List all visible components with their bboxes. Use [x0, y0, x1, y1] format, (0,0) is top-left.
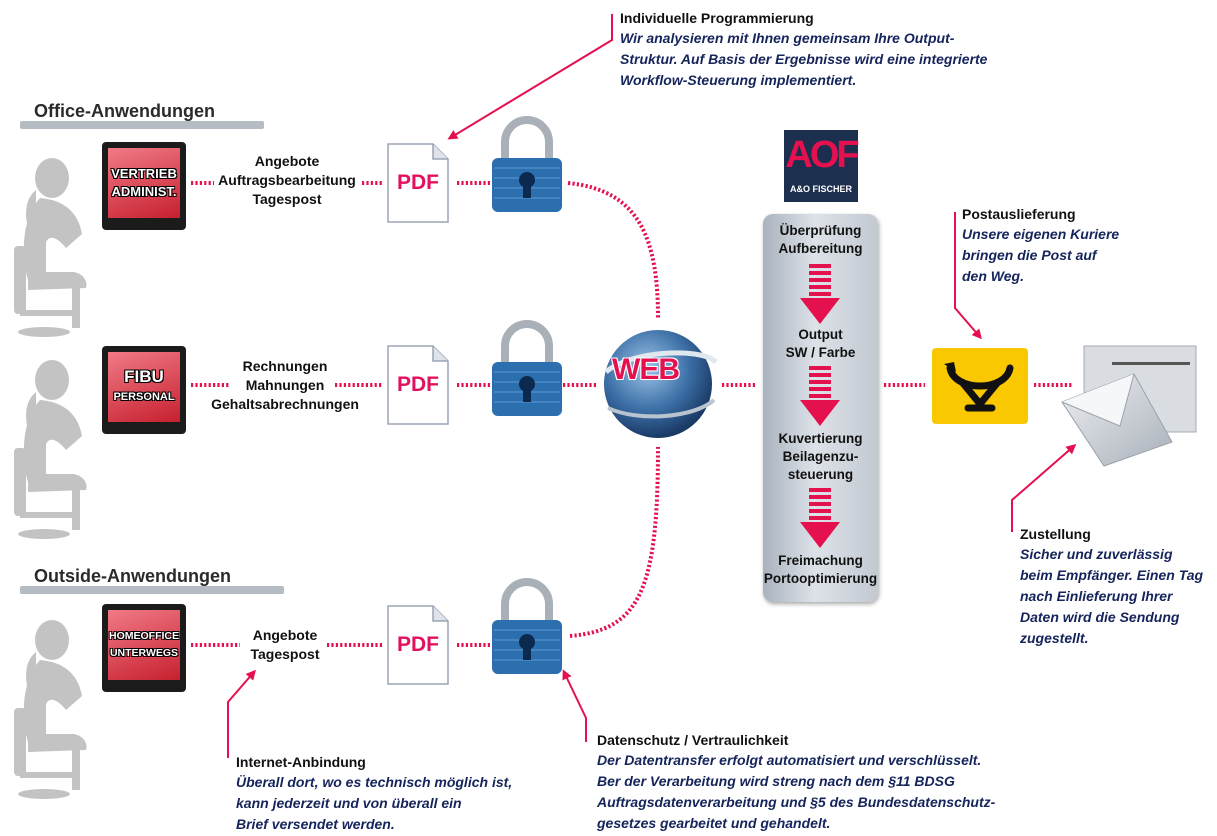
- screen-label-line: HOMEOFFICE: [109, 630, 179, 642]
- callout-internet: [227, 669, 256, 758]
- process-step-2: Output SW / Farbe: [763, 326, 878, 362]
- dots-r1-curve: [567, 181, 660, 319]
- note-line: Sicher und zuverlässig: [1020, 546, 1173, 562]
- process-arrow-down-icon: [800, 488, 840, 548]
- padlock-icon-1: [492, 116, 562, 212]
- note-line: den Weg.: [962, 268, 1024, 284]
- note-title: Zustellung: [1020, 526, 1091, 542]
- doc-label: Auftragsbearbeitung: [218, 172, 356, 188]
- process-step-text: steuerung: [787, 467, 854, 482]
- web-label: WEB: [612, 353, 680, 386]
- process-step-text: Beilagenzu-: [782, 449, 859, 464]
- process-step-1: Überprüfung Aufbereitung: [763, 222, 878, 258]
- person-illustration-2: [14, 360, 87, 539]
- callout-zustellung: [1011, 444, 1077, 532]
- note-line: kann jederzeit und von überall ein: [236, 795, 462, 811]
- post-horn-logo: [932, 348, 1028, 424]
- doc-label: Mahnungen: [245, 377, 325, 393]
- process-step-3: Kuvertierung Beilagenzu- steuerung: [763, 430, 878, 484]
- note-line: Workflow-Steuerung implementiert.: [620, 72, 857, 88]
- callout-datenschutz: [562, 669, 587, 742]
- doc-label: Angebote: [254, 153, 320, 169]
- section-header-office-bar: [20, 121, 264, 129]
- doc-label: Tagespost: [250, 646, 320, 662]
- process-step-text: Output: [798, 327, 843, 342]
- person-illustration-3: [14, 620, 87, 799]
- note-line: gesetzes gearbeitet und gehandelt.: [597, 815, 831, 831]
- note-title: Internet-Anbindung: [236, 754, 366, 770]
- web-globe-icon: WEB: [598, 322, 718, 442]
- process-step-text: Aufbereitung: [778, 241, 863, 256]
- note-line: Überall dort, wo es technisch möglich is…: [236, 774, 513, 790]
- pdf-document-icon-2: PDF: [387, 345, 449, 425]
- aof-logo-name: A&O FISCHER: [789, 184, 852, 194]
- post-horn-icon: [944, 362, 1014, 412]
- doc-list-row-1: Angebote Auftragsbearbeitung Tagespost: [212, 152, 362, 209]
- note-line: bringen die Post auf: [962, 247, 1097, 263]
- screen-label-line: VERTRIEB: [111, 166, 177, 181]
- note-postauslieferung: Postauslieferung Unsere eigenen Kuriere …: [962, 204, 1162, 287]
- monitor-2: FIBU PERSONAL: [102, 346, 186, 434]
- monitor-3: HOMEOFFICE UNTERWEGS: [102, 604, 186, 692]
- note-zustellung: Zustellung Sicher und zuverlässig beim E…: [1020, 524, 1216, 649]
- pdf-document-icon-3: PDF: [387, 605, 449, 685]
- process-arrow-down-icon: [800, 366, 840, 426]
- screen-label-line: FIBU: [124, 367, 164, 386]
- doc-label: Rechnungen: [242, 358, 328, 374]
- note-internet: Internet-Anbindung Überall dort, wo es t…: [236, 752, 566, 835]
- screen-label-line: PERSONAL: [113, 391, 175, 403]
- process-step-text: Portooptimierung: [763, 571, 878, 586]
- monitor-1: VERTRIEB ADMINIST.: [102, 142, 186, 230]
- note-line: nach Einlieferung Ihrer: [1020, 588, 1173, 604]
- person-illustration-1: [14, 158, 87, 337]
- note-title: Datenschutz / Vertraulichkeit: [597, 732, 789, 748]
- dots-r3-curve: [569, 446, 660, 638]
- envelope-icon: [1061, 345, 1197, 467]
- pdf-document-icon-1: PDF: [387, 143, 449, 223]
- note-line: beim Empfänger. Einen Tag: [1020, 567, 1204, 583]
- callout-programmierung: [447, 14, 613, 140]
- note-line: Unsere eigenen Kuriere: [962, 226, 1120, 242]
- doc-label: Angebote: [252, 627, 318, 643]
- note-line: Ber der Verarbeitung wird streng nach de…: [597, 773, 955, 789]
- note-title: Individuelle Programmierung: [620, 10, 814, 26]
- note-line: Daten wird die Sendung: [1020, 609, 1180, 625]
- section-header-office: Office-Anwendungen: [34, 101, 215, 121]
- process-arrow-down-icon: [800, 264, 840, 324]
- note-line: zugestellt.: [1020, 630, 1089, 646]
- padlock-icon-3: [492, 578, 562, 674]
- process-step-text: SW / Farbe: [785, 345, 856, 360]
- note-line: Struktur. Auf Basis der Ergebnisse wird …: [620, 51, 988, 67]
- aof-process-column: Überprüfung Aufbereitung Output SW / Far…: [763, 214, 878, 602]
- note-datenschutz: Datenschutz / Vertraulichkeit Der Datent…: [597, 730, 1037, 834]
- doc-list-row-2: Rechnungen Mahnungen Gehaltsabrechnungen: [210, 357, 360, 414]
- aof-logo: AOF A&O FISCHER: [784, 130, 860, 202]
- note-programmierung: Individuelle Programmierung Wir analysie…: [620, 8, 1040, 91]
- doc-list-row-3: Angebote Tagespost: [240, 626, 330, 664]
- process-step-4: Freimachung Portooptimierung: [763, 552, 878, 588]
- screen-label-line: UNTERWEGS: [109, 647, 179, 659]
- pdf-label: PDF: [397, 171, 439, 194]
- aof-logo-mark: AOF: [785, 134, 859, 176]
- note-line: Wir analysieren mit Ihnen gemeinsam Ihre…: [620, 30, 955, 46]
- note-line: Brief versendet werden.: [236, 816, 395, 832]
- section-header-outside-bar: [20, 586, 284, 594]
- padlock-icon-2: [492, 320, 562, 416]
- doc-label: Tagespost: [252, 191, 322, 207]
- note-line: Der Datentransfer erfolgt automatisiert …: [597, 752, 982, 768]
- process-step-text: Überprüfung: [779, 223, 862, 238]
- note-title: Postauslieferung: [962, 206, 1076, 222]
- pdf-label: PDF: [397, 373, 439, 396]
- note-line: Auftragsdatenverarbeitung und §5 des Bun…: [597, 794, 996, 810]
- screen-label-line: ADMINIST.: [111, 184, 177, 199]
- pdf-label: PDF: [397, 633, 439, 656]
- doc-label: Gehaltsabrechnungen: [211, 396, 359, 412]
- process-step-text: Freimachung: [778, 553, 863, 568]
- process-step-text: Kuvertierung: [778, 431, 863, 446]
- callout-postauslieferung: [954, 212, 982, 340]
- section-header-outside: Outside-Anwendungen: [34, 566, 231, 586]
